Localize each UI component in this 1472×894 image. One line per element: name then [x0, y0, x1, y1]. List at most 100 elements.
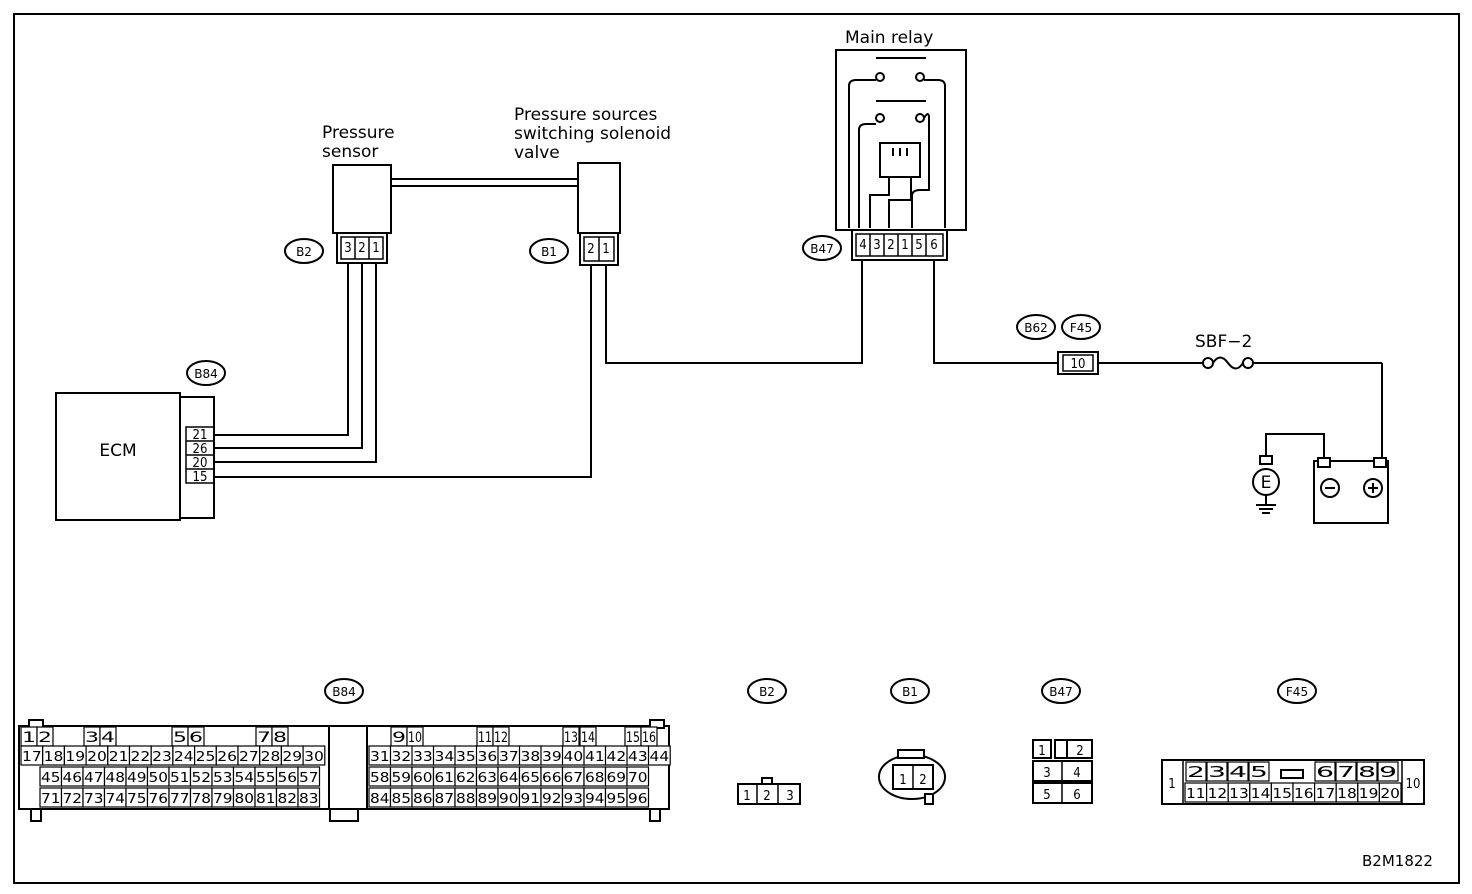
b84-pin: 83 — [299, 792, 319, 807]
solenoid-label-line2: switching solenoid — [514, 124, 671, 144]
svg-text:3: 3 — [786, 789, 793, 804]
b84-pin: 9 — [392, 730, 406, 746]
b84-pin: 32 — [392, 750, 412, 765]
frame — [13, 13, 1460, 884]
f45-pin: 17 — [1316, 787, 1336, 802]
b84-pin: 36 — [478, 750, 498, 765]
svg-text:1: 1 — [899, 773, 906, 788]
solenoid-label-line3: valve — [514, 143, 560, 163]
f45-pin: 8 — [1358, 763, 1376, 781]
f45-pin: 2 — [1187, 763, 1205, 781]
f45-pin: 18 — [1337, 787, 1357, 802]
b84-pin: 48 — [106, 771, 126, 786]
fuse-label: SBF−2 — [1195, 332, 1252, 352]
b84-pin: 54 — [235, 771, 255, 786]
b84-pin: 31 — [370, 750, 390, 765]
ground-icon — [1252, 455, 1280, 514]
b47-face: 1 2 3 4 5 6 — [1032, 739, 1093, 804]
b84-pin: 60 — [413, 771, 433, 786]
svg-text:6: 6 — [1073, 788, 1080, 803]
b84-pin: 81 — [256, 792, 276, 807]
b84-pin: 86 — [413, 792, 433, 807]
ecm-pin-26: 26 — [193, 442, 208, 457]
svg-text:10: 10 — [1406, 777, 1421, 792]
svg-text:B84: B84 — [194, 367, 218, 381]
b84-pin: 76 — [149, 792, 169, 807]
b84-pin: 52 — [192, 771, 212, 786]
b84-pin: 73 — [84, 792, 104, 807]
b62-tag: B62 — [1016, 314, 1056, 340]
b84-pin: 19 — [65, 750, 85, 765]
svg-text:1: 1 — [602, 242, 609, 257]
b84-pin: 57 — [299, 771, 319, 786]
f45-face-tag: F45 — [1277, 678, 1317, 704]
b84-pin: 15 — [626, 730, 640, 746]
b84-pin: 77 — [170, 792, 190, 807]
ecm-pin-15: 15 — [193, 470, 208, 485]
f45-pin: 14 — [1251, 787, 1271, 802]
svg-text:3: 3 — [1043, 766, 1050, 781]
b84-pin: 84 — [370, 792, 390, 807]
ecm: ECM 21 26 20 15 — [55, 392, 215, 521]
b84-pin: 61 — [435, 771, 455, 786]
main-relay-label: Main relay — [845, 28, 933, 48]
b84-pin: 8 — [273, 730, 287, 746]
f45-tag: F45 — [1061, 314, 1101, 340]
b84-pin: 63 — [478, 771, 498, 786]
f45-pin: 4 — [1229, 763, 1247, 781]
b84-pin: 59 — [392, 771, 412, 786]
b84-pin: 11 — [478, 730, 492, 746]
b84-pin: 6 — [189, 730, 203, 746]
b84-pin: 90 — [499, 792, 519, 807]
b84-pin: 25 — [196, 750, 216, 765]
pressure-sensor-label-line2: sensor — [322, 142, 378, 162]
b84-pin: 64 — [499, 771, 519, 786]
b84-pin: 94 — [585, 792, 605, 807]
b84-pin: 13 — [564, 730, 578, 746]
svg-text:5: 5 — [1043, 788, 1050, 803]
pressure-sensor: 3 2 1 — [332, 164, 392, 264]
b84-pin: 44 — [650, 750, 670, 765]
b84-pin: 72 — [63, 792, 83, 807]
b1-face: 1 2 — [878, 749, 946, 805]
b84-pin: 26 — [217, 750, 237, 765]
b84-pin: 1 — [22, 730, 36, 746]
b84-pin: 46 — [63, 771, 83, 786]
svg-text:F45: F45 — [1286, 685, 1308, 699]
b84-pin: 30 — [304, 750, 324, 765]
svg-text:1: 1 — [901, 238, 908, 253]
f45-pin: 13 — [1229, 787, 1249, 802]
svg-text:B84: B84 — [332, 685, 356, 699]
b84-pin: 16 — [642, 730, 656, 746]
b1-tag: B1 — [529, 238, 569, 264]
svg-text:1: 1 — [1038, 744, 1045, 759]
b84-pin: 34 — [435, 750, 455, 765]
b84-pin: 50 — [149, 771, 169, 786]
b84-pin: 95 — [607, 792, 627, 807]
svg-text:2: 2 — [587, 242, 594, 257]
b84-pin: 2 — [38, 730, 52, 746]
b84-pin: 18 — [44, 750, 64, 765]
svg-text:2: 2 — [1076, 744, 1083, 759]
fuse-icon — [1202, 356, 1254, 370]
svg-text:6: 6 — [930, 238, 937, 253]
svg-text:2: 2 — [358, 241, 365, 256]
svg-text:10: 10 — [1071, 357, 1086, 372]
b84-pin: 51 — [170, 771, 190, 786]
b84-pin: 67 — [564, 771, 584, 786]
b84-pin: 35 — [456, 750, 476, 765]
f45-pin: 5 — [1250, 763, 1268, 781]
b84-pin: 88 — [456, 792, 476, 807]
b84-pin: 79 — [213, 792, 233, 807]
b84-pin: 91 — [521, 792, 541, 807]
f45-pin: 9 — [1379, 763, 1397, 781]
b84-pin: 29 — [282, 750, 302, 765]
b84-pin: 10 — [408, 730, 422, 746]
solenoid-label-line1: Pressure sources — [514, 105, 657, 125]
b47-face-tag: B47 — [1041, 678, 1081, 704]
b84-pin: 43 — [628, 750, 648, 765]
svg-text:5: 5 — [915, 238, 922, 253]
b84-pin: 5 — [173, 730, 187, 746]
